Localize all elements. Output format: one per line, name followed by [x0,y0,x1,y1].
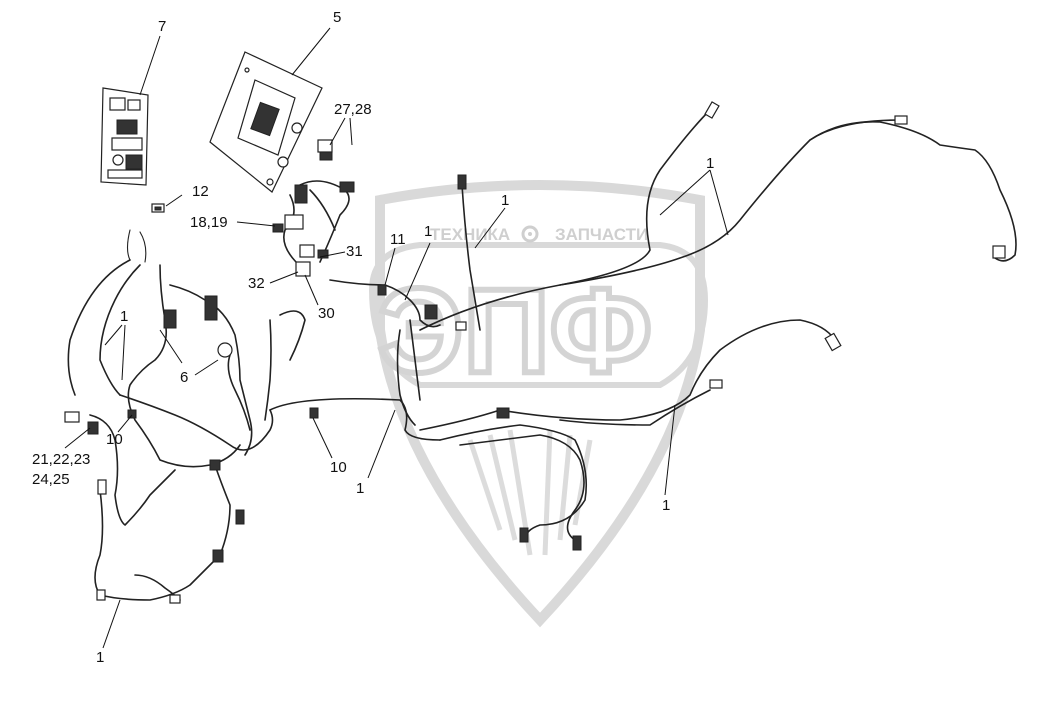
callouts: 7 5 27,28 12 18,19 11 1 1 1 31 32 30 1 6… [32,9,714,666]
connectors [64,101,1006,604]
callout-24-25: 24,25 [32,471,70,488]
callout-1-right-top: 1 [706,155,714,172]
callout-1-right-bottom: 1 [662,497,670,514]
callout-11: 11 [390,231,406,248]
leader-lines [64,27,729,649]
callout-10-left: 10 [106,431,123,448]
callout-32: 32 [248,275,265,292]
watermark: ТЕХНИКА ЗАПЧАСТИ ЭПФ [368,180,709,628]
watermark-letters: ЭПФ [378,264,652,398]
callout-1-upper-mid: 1 [424,223,432,240]
watermark-shield [375,180,705,628]
watermark-inner-ring [368,242,709,388]
callout-31: 31 [346,243,363,260]
callout-7: 7 [158,18,166,35]
watermark-brand-right: ЗАПЧАСТИ [555,225,648,244]
callout-27-28: 27,28 [334,101,372,118]
callout-6: 6 [180,369,188,386]
part-27-28-connectors [317,139,333,161]
callout-1-left: 1 [120,308,128,325]
watermark-brand-left: ТЕХНИКА [430,225,510,244]
part-7-relay-board [100,87,149,186]
callout-1-center-bottom: 1 [356,480,364,497]
callout-21-22-23: 21,22,23 [32,451,90,468]
central-connector-cluster [272,180,355,277]
callout-30: 30 [318,305,335,322]
callout-10-mid: 10 [330,459,347,476]
callout-18-19: 18,19 [190,214,228,231]
part-5-control-unit [209,51,323,193]
callout-1-top-center: 1 [501,192,509,209]
callout-12: 12 [192,183,209,200]
callout-1-bottom-left: 1 [96,649,104,666]
watermark-gear-icon [521,225,539,243]
callout-5: 5 [333,9,341,26]
part-12-fuse [151,203,165,213]
